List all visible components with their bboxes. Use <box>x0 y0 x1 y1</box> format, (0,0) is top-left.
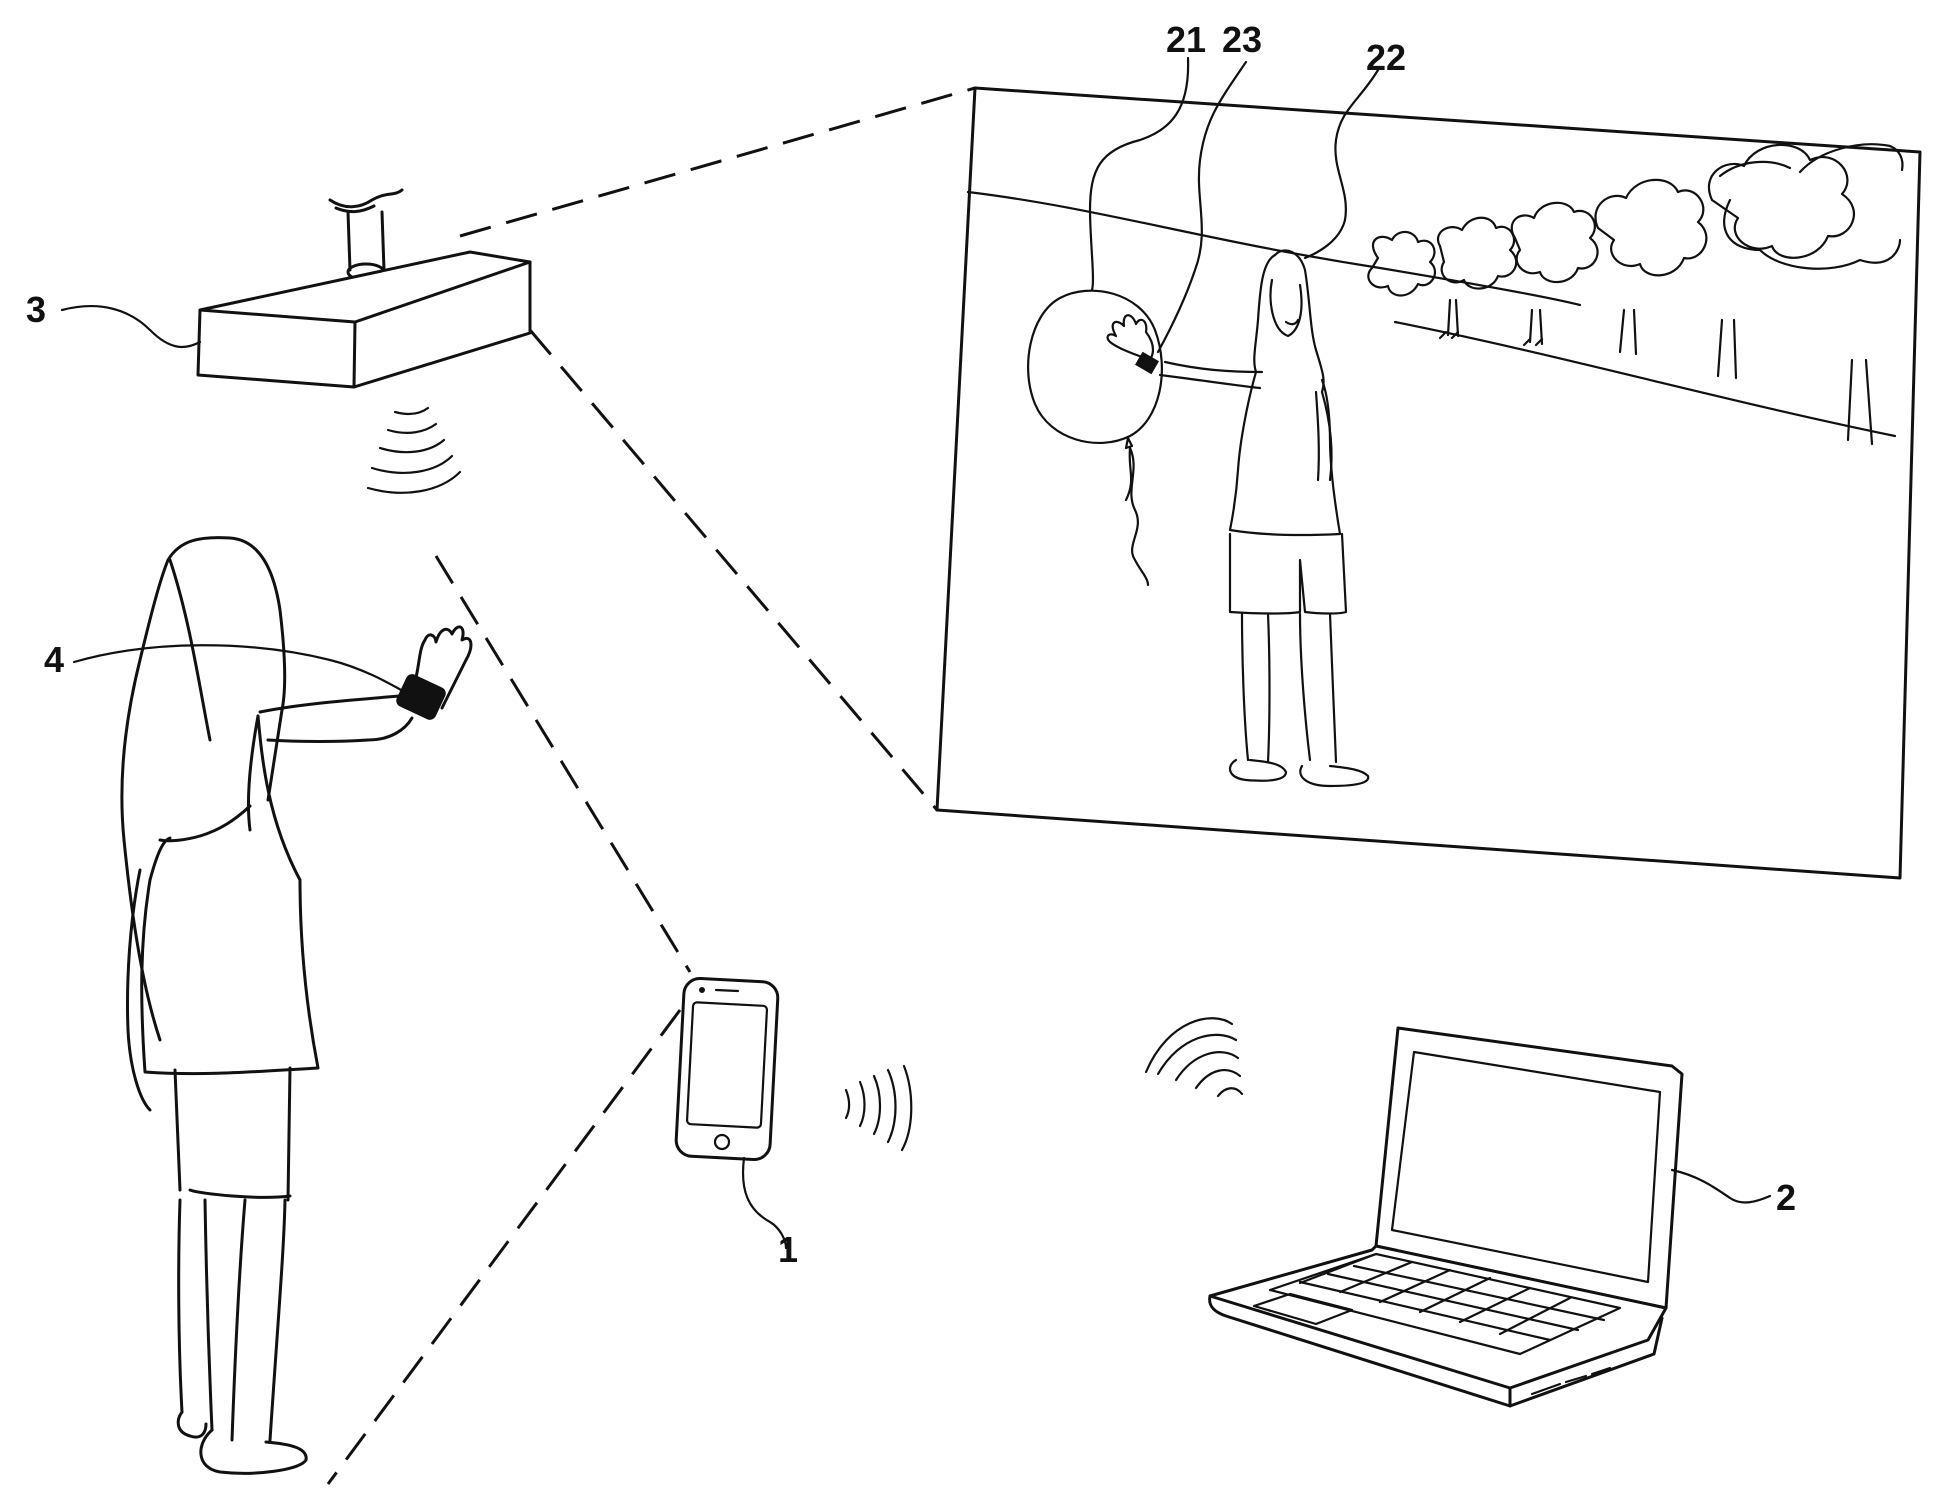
tree-icon <box>1367 143 1904 446</box>
label-phone: 1 <box>778 1229 798 1270</box>
label-laptop: 2 <box>1776 1177 1796 1218</box>
label-projector: 3 <box>26 289 46 330</box>
balloon-icon <box>1027 289 1163 587</box>
laptop-icon <box>1208 1026 1684 1408</box>
wristband-icon <box>1135 351 1159 375</box>
label-projected-person: 22 <box>1366 37 1406 78</box>
label-balloon: 21 <box>1166 19 1206 60</box>
person-icon <box>120 536 473 1475</box>
projector-icon <box>196 188 532 494</box>
camera-view-line-upper <box>434 555 692 973</box>
leader-3 <box>60 305 202 349</box>
wireless-signal-icon <box>366 406 462 494</box>
wireless-signal-icon <box>844 1064 913 1152</box>
projection-screen <box>935 56 1922 880</box>
leader-1 <box>742 1156 788 1250</box>
leader-21 <box>1088 56 1190 292</box>
leader-22 <box>1303 68 1380 260</box>
leader-4 <box>72 644 414 698</box>
leader-23 <box>1156 60 1248 354</box>
label-projected-wristband: 23 <box>1222 19 1262 60</box>
projection-line-bottom <box>528 329 939 811</box>
label-wristband: 4 <box>44 639 64 680</box>
camera-view-line-lower <box>326 1009 682 1485</box>
smartphone-icon <box>674 976 780 1162</box>
projected-person <box>1106 249 1370 788</box>
wristband-icon <box>396 674 446 720</box>
wireless-signal-icon <box>1144 1017 1244 1098</box>
leader-2 <box>1670 1168 1772 1204</box>
projection-line-top <box>459 86 976 238</box>
